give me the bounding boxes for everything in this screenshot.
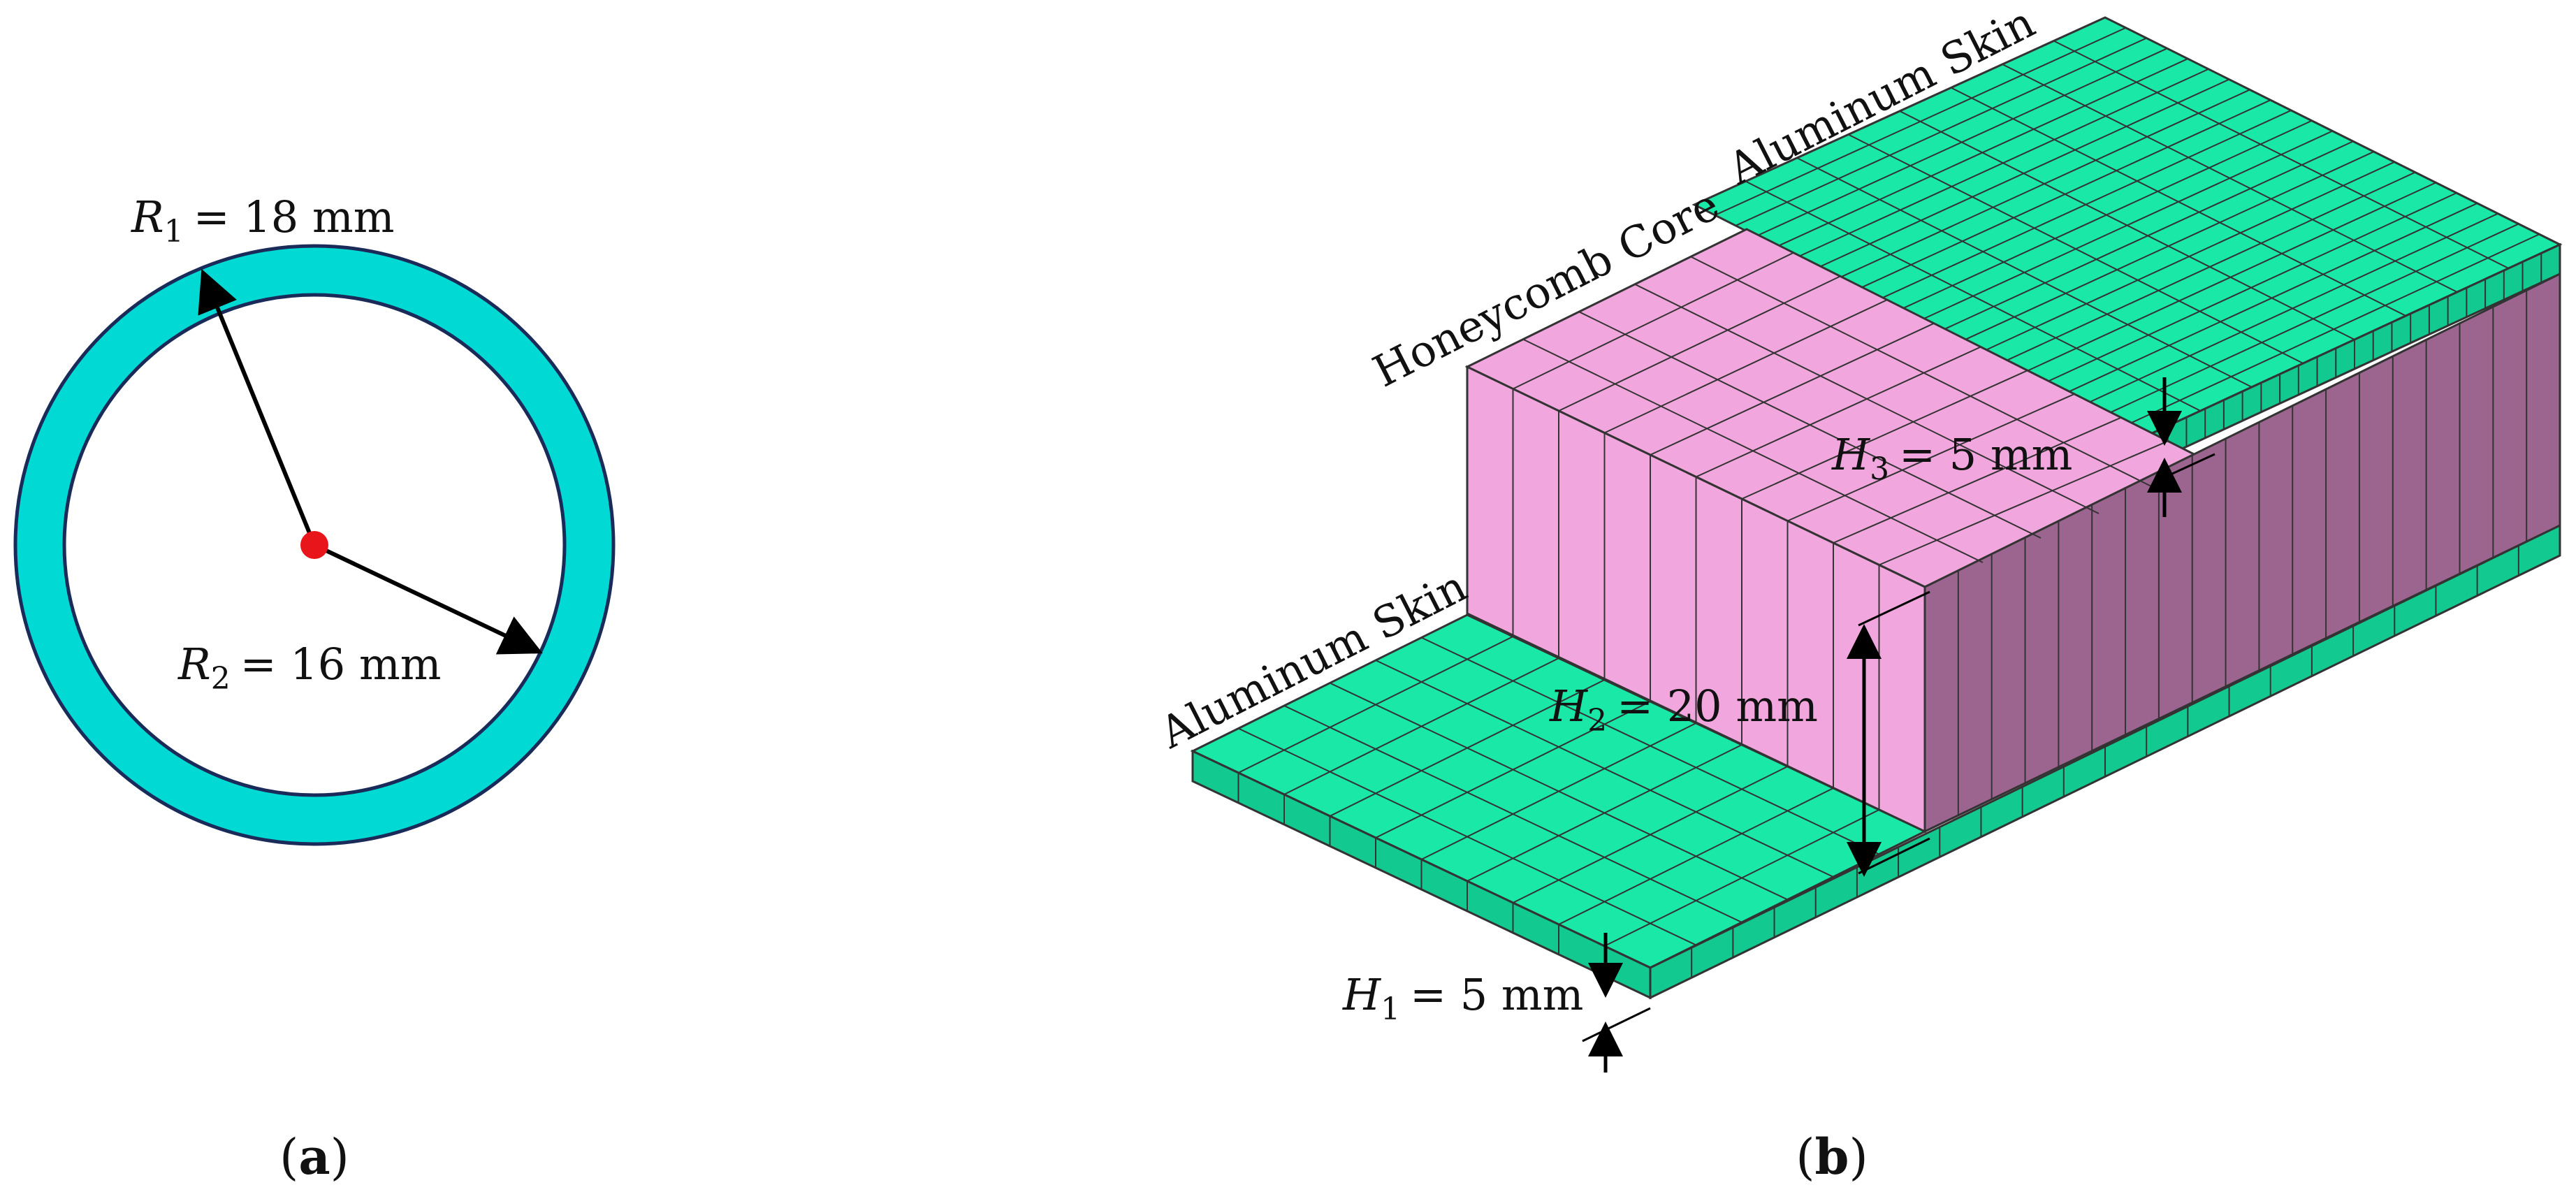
- mesh-line: [1879, 110, 2292, 300]
- h2-dimension: [1847, 590, 1930, 877]
- core-mesh: [1512, 252, 2528, 815]
- panel-b: Aluminum Skin Honeycomb Core Aluminum Sk…: [1151, 0, 2563, 1186]
- mesh-line: [1756, 48, 2168, 237]
- mesh-line: [1513, 252, 1794, 390]
- mesh-line: [1818, 78, 2229, 268]
- mesh-line: [1942, 140, 2354, 331]
- mesh-line: [2066, 203, 2478, 394]
- mesh-line: [2127, 233, 2540, 425]
- mesh-line: [1604, 809, 1879, 947]
- mesh-line: [1283, 657, 1559, 795]
- mesh-line: [1715, 27, 2127, 216]
- mesh-line: [1838, 89, 2250, 279]
- r1-label: R1= 18 mm: [131, 191, 395, 249]
- mesh-line: [1604, 299, 1888, 434]
- mesh-line: [1513, 766, 1788, 903]
- mesh-line: [2045, 192, 2457, 384]
- center-point: [300, 531, 328, 559]
- h3-dimension: [2147, 377, 2215, 517]
- radius-r1-arrow: [198, 268, 316, 546]
- mesh-line: [1330, 679, 1605, 817]
- mesh-line: [1421, 722, 1696, 860]
- mesh-line: [1467, 744, 1742, 882]
- mesh-line: [1238, 636, 1513, 773]
- caption-b: (b): [1796, 1128, 1868, 1186]
- panel-a: R1= 18 mm R2= 16 mm (a): [13, 191, 616, 1186]
- h2-label: H2= 20 mm: [1549, 681, 1818, 739]
- mesh-line: [1900, 119, 2313, 310]
- mesh-line: [1696, 346, 1981, 478]
- mesh-line: [1741, 370, 2028, 500]
- h1-dimension: [1582, 933, 1651, 1073]
- mesh-line: [2086, 212, 2498, 405]
- top-skin-mesh: [1715, 27, 2542, 456]
- mesh-line: [1787, 393, 2075, 522]
- mesh-line: [1558, 275, 1841, 412]
- mesh-line: [1879, 440, 2169, 566]
- h1-label: H1= 5 mm: [1342, 969, 1583, 1027]
- radius-r2-arrow: [313, 543, 543, 655]
- mesh-line: [2107, 223, 2519, 414]
- r2-label: R2= 16 mm: [177, 639, 442, 697]
- mesh-line: [1797, 68, 2209, 258]
- h3-label: H3= 5 mm: [1831, 429, 2072, 487]
- mesh-line: [1859, 99, 2271, 289]
- mesh-line: [1833, 416, 2122, 544]
- mesh-line: [1650, 322, 1935, 456]
- mesh-line: [2025, 182, 2436, 373]
- caption-a: (a): [279, 1128, 349, 1186]
- mesh-line: [1983, 161, 2395, 352]
- mesh-line: [1375, 701, 1651, 838]
- mesh-line: [2004, 171, 2416, 363]
- mesh-line: [1735, 37, 2147, 226]
- mesh-line: [1558, 787, 1834, 925]
- bottom-skin-mesh: [1237, 545, 2519, 978]
- mesh-line: [1921, 130, 2333, 321]
- mesh-line: [1963, 151, 2375, 342]
- mesh-line: [1776, 58, 2188, 247]
